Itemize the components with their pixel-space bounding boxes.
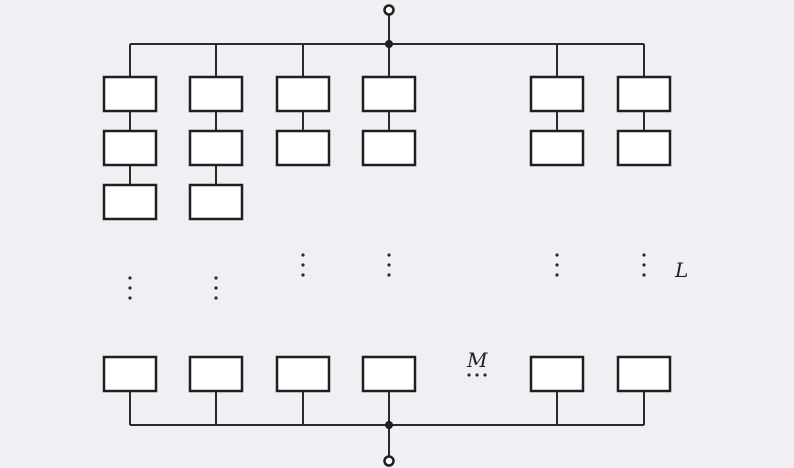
bottom-junction: [385, 421, 393, 429]
block-branch-2-1: [188, 75, 244, 113]
ellipsis-dots: [128, 253, 646, 377]
vertical-ellipsis-2-1: [214, 276, 218, 280]
vertical-ellipsis-3-2: [301, 263, 305, 267]
vertical-ellipsis-2-3: [214, 296, 218, 300]
block-branch-5-2: [529, 129, 585, 167]
block-branch-5-1: [529, 75, 585, 113]
block-branch-3-last: [275, 355, 331, 393]
vertical-ellipsis-6-1: [642, 253, 646, 257]
block-branch-6-last: [616, 355, 672, 393]
vertical-ellipsis-5-3: [555, 273, 559, 277]
block-branch-1-3: [102, 183, 158, 221]
vertical-ellipsis-2-2: [214, 286, 218, 290]
block-branch-4-last: [361, 355, 417, 393]
vertical-ellipsis-6-3: [642, 273, 646, 277]
block-branch-1-last: [102, 355, 158, 393]
top-terminal: [383, 4, 395, 16]
block-branch-4-1: [361, 75, 417, 113]
vertical-ellipsis-6-2: [642, 263, 646, 267]
vertical-ellipsis-4-3: [387, 273, 391, 277]
top-junction: [385, 40, 393, 48]
horizontal-ellipsis-3: [483, 373, 487, 377]
vertical-ellipsis-3-3: [301, 273, 305, 277]
vertical-ellipsis-5-1: [555, 253, 559, 257]
vertical-ellipsis-3-1: [301, 253, 305, 257]
block-branch-2-last: [188, 355, 244, 393]
label-L: L: [674, 258, 688, 282]
vertical-ellipsis-1-3: [128, 296, 132, 300]
block-branch-2-3: [188, 183, 244, 221]
horizontal-ellipsis-2: [475, 373, 479, 377]
vertical-ellipsis-4-1: [387, 253, 391, 257]
block-branch-6-1: [616, 75, 672, 113]
block-branch-1-2: [102, 129, 158, 167]
block-branch-2-2: [188, 129, 244, 167]
horizontal-ellipsis-1: [467, 373, 471, 377]
block-branch-5-last: [529, 355, 585, 393]
block-branch-1-1: [102, 75, 158, 113]
block-branch-6-2: [616, 129, 672, 167]
vertical-ellipsis-5-2: [555, 263, 559, 267]
block-branch-3-1: [275, 75, 331, 113]
vertical-ellipsis-1-1: [128, 276, 132, 280]
block-branch-4-2: [361, 129, 417, 167]
label-M: M: [466, 348, 488, 372]
blocks: [102, 75, 672, 393]
bottom-terminal: [383, 455, 395, 467]
wires: [129, 14, 645, 457]
vertical-ellipsis-1-2: [128, 286, 132, 290]
block-branch-3-2: [275, 129, 331, 167]
vertical-ellipsis-4-2: [387, 263, 391, 267]
